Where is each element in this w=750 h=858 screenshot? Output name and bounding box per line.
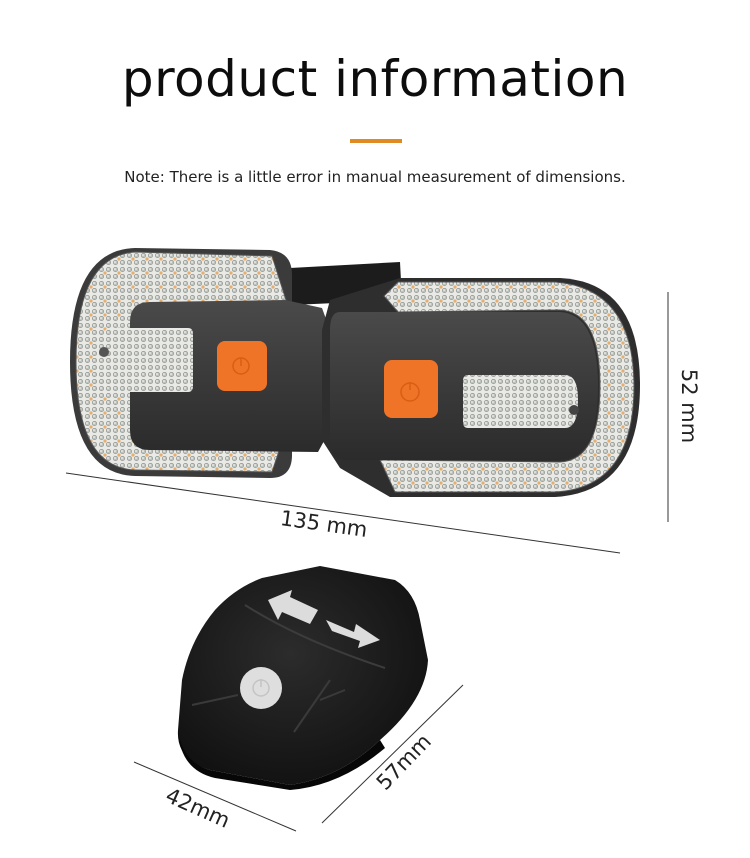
width-dimension-line	[65, 472, 621, 554]
left-light-unit	[70, 248, 330, 478]
right-power-button	[384, 360, 438, 418]
remote-width-line	[133, 761, 297, 832]
remote-power-button	[240, 667, 282, 709]
measurement-note: Note: There is a little error in manual …	[124, 168, 626, 186]
page-title: product information	[121, 50, 629, 108]
title-accent-bar	[350, 139, 402, 143]
right-arrow-button	[326, 620, 380, 648]
left-arrow-button	[268, 590, 318, 624]
turn-signal-light	[70, 248, 640, 497]
remote-control	[177, 566, 428, 790]
remote-length-line	[321, 684, 464, 824]
light-height-label: 52 mm	[677, 368, 702, 444]
right-light-unit	[322, 278, 640, 497]
left-power-button	[217, 341, 267, 391]
